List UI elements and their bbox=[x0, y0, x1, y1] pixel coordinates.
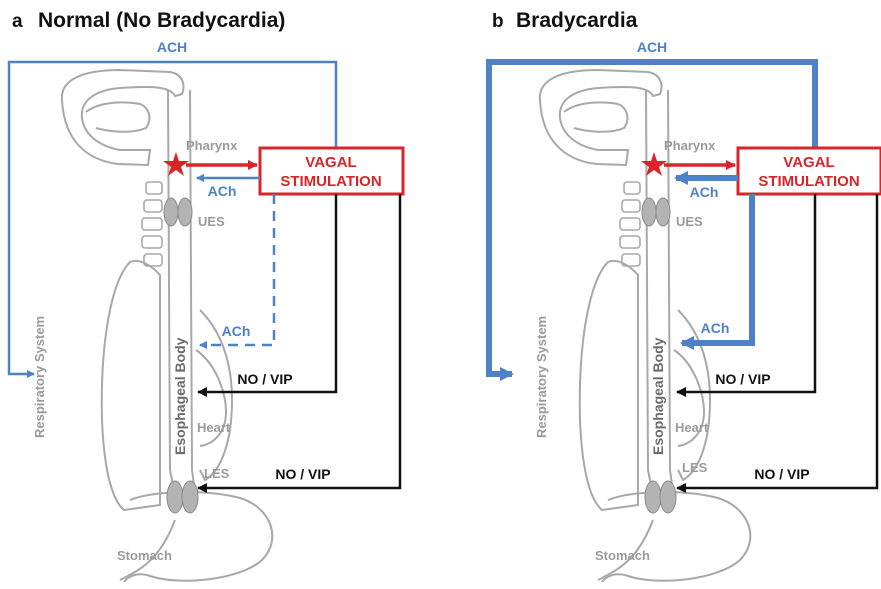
panel-a-novip-1-label: NO / VIP bbox=[237, 371, 292, 387]
panel-b-ach-mid-label: ACh bbox=[690, 184, 719, 200]
panel-a: a Normal (No Bradycardia) ACH VAGAL STIM… bbox=[9, 9, 403, 582]
panel-a-novip-2-label: NO / VIP bbox=[275, 466, 330, 482]
panel-a-heart-label: Heart bbox=[197, 420, 231, 435]
panel-a-stomach-label: Stomach bbox=[117, 548, 172, 563]
panel-a-ues-label: UES bbox=[198, 214, 225, 229]
panel-b-letter: b bbox=[492, 11, 504, 32]
panel-b-ach-top-label: ACH bbox=[637, 39, 667, 55]
panel-b-vagal-line1: VAGAL bbox=[783, 154, 834, 171]
panel-a-esophageal-label: Esophageal Body bbox=[172, 337, 188, 455]
panel-a-vagal-line2: STIMULATION bbox=[280, 173, 381, 190]
panel-b-les-label: LES bbox=[682, 460, 708, 475]
panel-a-ach-mid-label: ACh bbox=[208, 183, 237, 199]
panel-b-title: Bradycardia bbox=[516, 9, 638, 32]
panel-a-vagal-line1: VAGAL bbox=[305, 154, 356, 171]
panel-a-letter: a bbox=[12, 11, 23, 32]
panel-b-vagal-line2: STIMULATION bbox=[758, 173, 859, 190]
panel-a-title: Normal (No Bradycardia) bbox=[38, 9, 285, 32]
panel-a-ach-top-label: ACH bbox=[157, 39, 187, 55]
panel-a-stimulus-star-icon bbox=[163, 152, 189, 176]
panel-b-respiratory-label: Respiratory System bbox=[534, 316, 549, 438]
panel-a-novip-les-arrow bbox=[198, 194, 400, 488]
panel-b-ues-label: UES bbox=[676, 214, 703, 229]
panel-b-esophageal-label: Esophageal Body bbox=[650, 337, 666, 455]
panel-b-heart-label: Heart bbox=[675, 420, 709, 435]
panel-a-respiratory-label: Respiratory System bbox=[32, 316, 47, 438]
panel-b-stomach-label: Stomach bbox=[595, 548, 650, 563]
panel-a-ach-low-label: ACh bbox=[222, 323, 251, 339]
panel-b-pharynx-label: Pharynx bbox=[664, 138, 716, 153]
panel-b: b Bradycardia ACH VAGAL STIMULATION ACh … bbox=[489, 9, 881, 582]
panel-b-stimulus-star-icon bbox=[641, 152, 667, 176]
panel-a-les-label: LES bbox=[204, 466, 230, 481]
panel-b-novip-2-label: NO / VIP bbox=[754, 466, 809, 482]
panel-b-novip-1-label: NO / VIP bbox=[715, 371, 770, 387]
panel-a-pharynx-label: Pharynx bbox=[186, 138, 238, 153]
panel-b-ach-low-label: ACh bbox=[701, 320, 730, 336]
